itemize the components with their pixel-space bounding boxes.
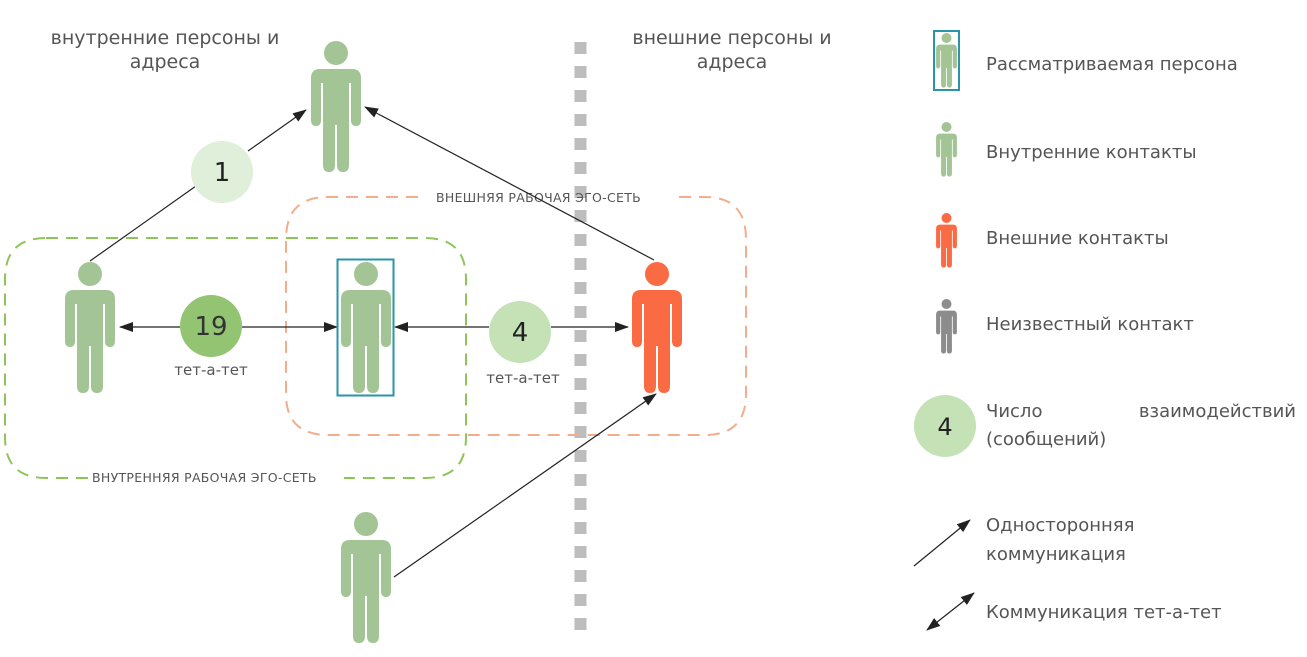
legend-unknown-person-icon [936,299,957,354]
internal-ego-network-label: ВНУТРЕННЯЯ РАБОЧАЯ ЭГО-СЕТЬ [92,470,317,485]
legend-one-way-arrow-icon [913,519,971,567]
header-external-line1: внешние персоны и [632,27,831,49]
count-right-caption: тет-а-тет [486,369,560,387]
person-external-icon [632,262,682,393]
legend-two-way-arrow-icon [926,592,975,631]
legend-external-person-icon [936,213,957,268]
external-ego-network-label: ВНЕШНЯЯ РАБОЧАЯ ЭГО-СЕТЬ [436,190,641,205]
legend-count-label-word1: Число [986,401,1042,422]
legend-focus-person-label: Рассматриваемая персона [986,54,1238,75]
legend-internal-person-icon [936,122,957,177]
count-bubble-top [191,141,253,203]
edge-left-to-top-b [247,109,307,152]
legend-unknown-contact-label: Неизвестный контакт [986,314,1194,335]
edge-external-to-top [364,106,655,261]
legend-focus-frame [933,30,960,91]
count-bubble-left [180,295,242,357]
person-focus-icon [341,262,391,393]
count-left-value: 19 [194,312,227,342]
person-internal-bottom-icon [341,512,391,643]
person-internal-left-icon [65,262,115,393]
legend: Рассматриваемая персона Внутренние конта… [913,30,1296,631]
count-top-value: 1 [214,158,231,188]
edge-left-to-top-a [89,185,197,262]
edge-bottom-to-external [393,393,657,578]
legend-focus-person-icon [936,33,957,88]
legend-count-label-line2: (сообщений) [986,429,1106,450]
legend-one-way-line2: коммуникация [986,544,1126,565]
legend-count-label-word2: взаимодействий [1139,401,1296,422]
header-internal-line1: внутренние персоны и [51,27,280,49]
legend-count-bubble [914,395,976,457]
header-internal-line2: адреса [130,51,201,73]
legend-two-way-label: Коммуникация тет-а-тет [986,602,1222,623]
legend-internal-contacts-label: Внутренние контакты [986,142,1197,163]
legend-one-way-line1: Односторонняя [986,515,1134,536]
focus-person-frame [336,258,395,397]
header-external-line2: адреса [697,51,768,73]
external-ego-network-boundary [285,196,747,436]
count-right-value: 4 [512,318,529,348]
count-left-caption: тет-а-тет [174,361,248,379]
legend-external-contacts-label: Внешние контакты [986,228,1169,249]
legend-count-value: 4 [937,413,952,441]
internal-ego-network-boundary [4,237,467,479]
person-internal-top-icon [311,41,361,172]
count-bubble-right [489,301,551,363]
